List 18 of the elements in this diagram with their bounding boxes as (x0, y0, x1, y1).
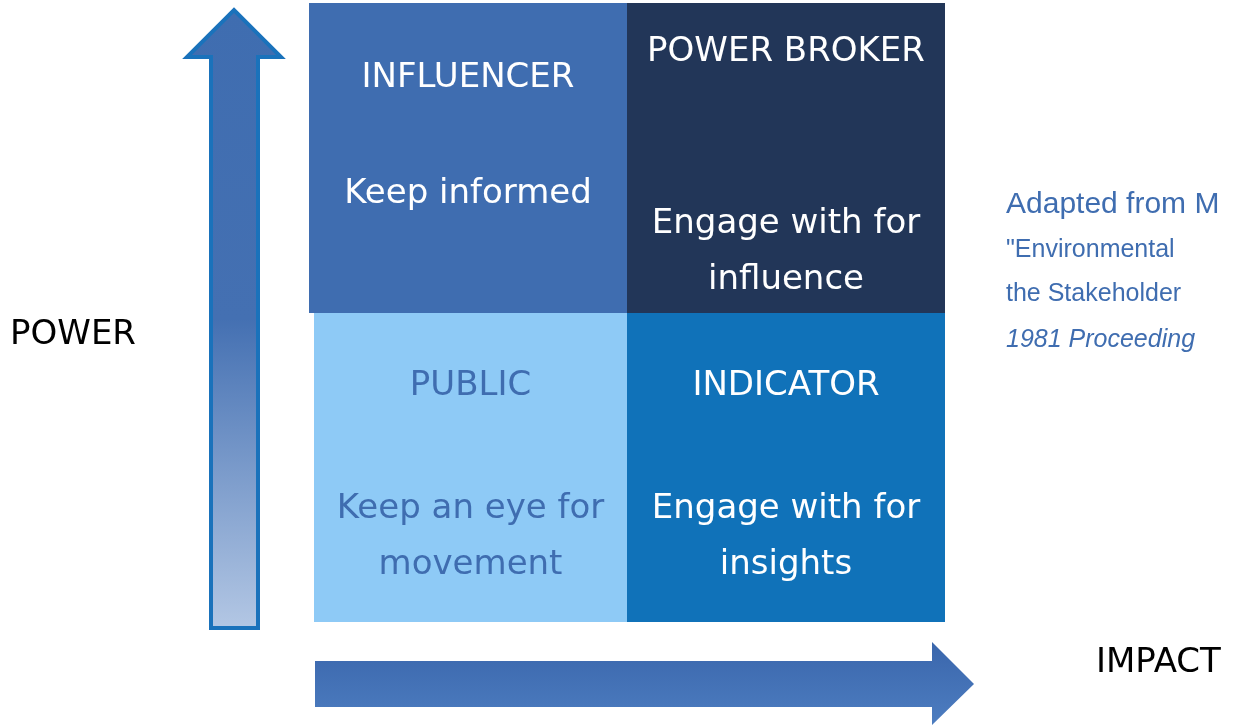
quadrant-title: INDICATOR (691, 362, 881, 405)
quadrant-title: PUBLIC (408, 362, 533, 405)
quadrant-description: Keep an eye for movement (335, 485, 606, 584)
source-note: Adapted from M (1006, 186, 1220, 220)
quadrant-description: Keep informed (343, 170, 593, 213)
axis-label: POWER (10, 312, 136, 352)
quadrant-title: INFLUENCER (360, 54, 576, 97)
quadrant-description: Engage with for influence (650, 200, 922, 299)
source-note: 1981 Proceeding (1006, 324, 1196, 353)
quadrant-box (314, 313, 627, 622)
source-note: "Environmental (1006, 234, 1175, 263)
quadrant-box (309, 3, 627, 313)
axis-label: IMPACT (1096, 640, 1221, 680)
quadrant-description: Engage with for insights (650, 485, 922, 584)
quadrant-box (627, 313, 945, 622)
quadrant-box (627, 3, 945, 313)
source-note: the Stakeholder (1006, 278, 1182, 307)
quadrant-title: POWER BROKER (646, 28, 926, 71)
